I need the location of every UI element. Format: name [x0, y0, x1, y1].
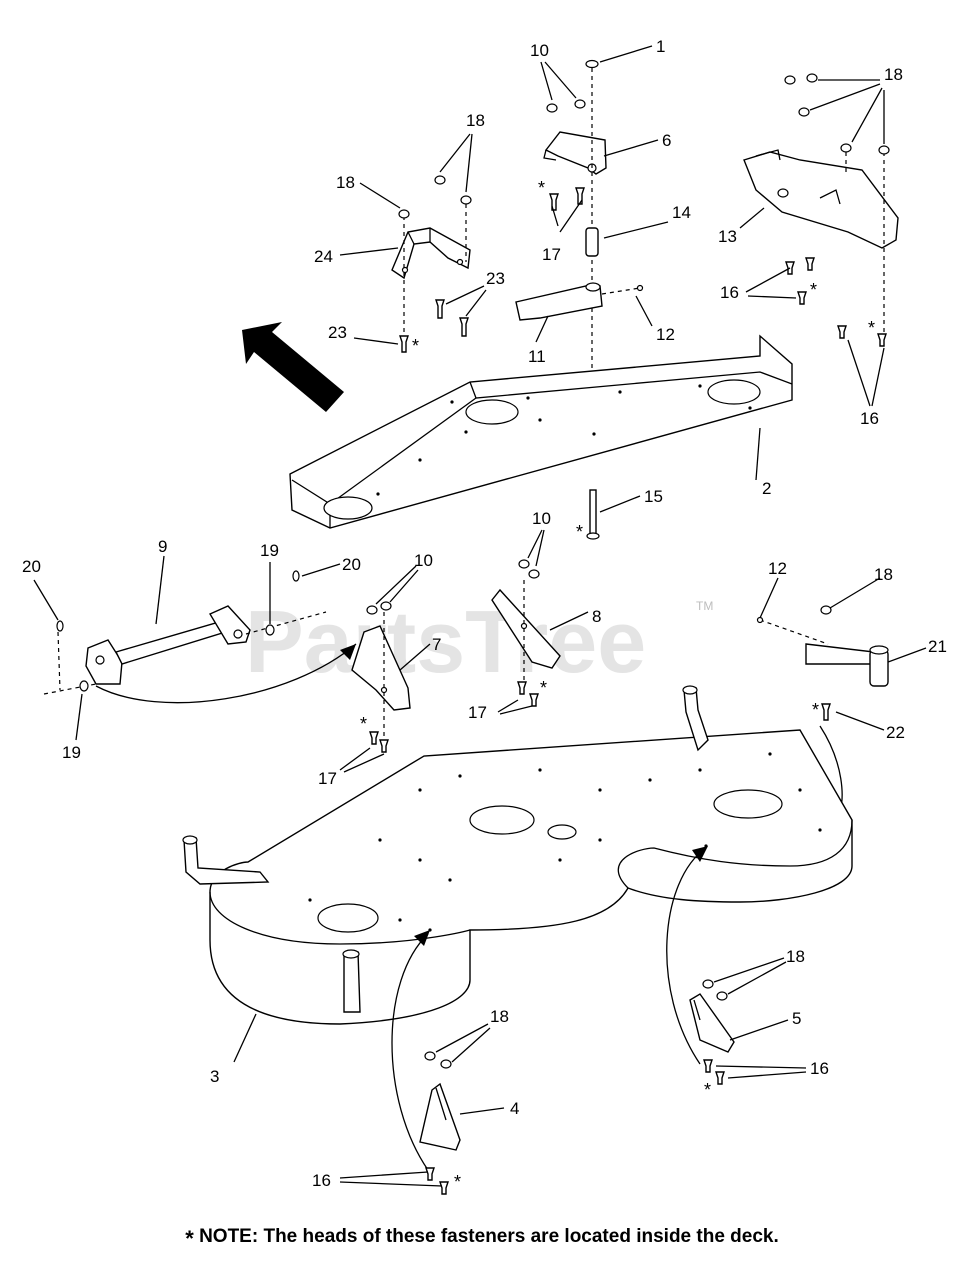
- part-4-bracket: [419, 1082, 461, 1151]
- footnote-asterisk: *: [185, 1226, 194, 1251]
- callout-13: 13: [718, 227, 737, 246]
- asterisk-17-middle: *: [540, 678, 547, 698]
- callout-16-upper: 16: [720, 283, 739, 302]
- callout-18-upper: 18: [466, 111, 485, 130]
- asterisk-16-lower-right: *: [704, 1080, 711, 1100]
- callout-12-lower: 12: [768, 559, 787, 578]
- part-21-bracket: [759, 619, 889, 826]
- callout-10-middle: 10: [532, 509, 551, 528]
- part-24-bracket: [391, 204, 471, 340]
- part-2-frame: [289, 334, 793, 529]
- asterisk-22: *: [812, 700, 819, 720]
- asterisk-17-top: *: [538, 178, 545, 198]
- leader-lines: [33, 45, 927, 1187]
- callout-18-left: 18: [336, 173, 355, 192]
- callout-17-top: 17: [542, 245, 561, 264]
- callout-4: 4: [510, 1099, 519, 1118]
- callout-16-lower-right: 16: [810, 1059, 829, 1078]
- asterisk-16-upper: *: [810, 280, 817, 300]
- callout-17-middle: 17: [468, 703, 487, 722]
- callout-10-left: 10: [414, 551, 433, 570]
- callout-20-right: 20: [342, 555, 361, 574]
- fasteners: [56, 59, 890, 1195]
- part-5-bracket: [689, 993, 735, 1053]
- watermark: PartsTree: [245, 592, 646, 691]
- callout-18-bottom: 18: [490, 1007, 509, 1026]
- asterisk-16-right: *: [868, 318, 875, 338]
- callout-16-right: 16: [860, 409, 879, 428]
- callout-6: 6: [662, 131, 671, 150]
- callout-7: 7: [432, 635, 441, 654]
- footnote: * NOTE: The heads of these fasteners are…: [0, 1226, 964, 1252]
- callout-23-lower: 23: [328, 323, 347, 342]
- callout-18-right: 18: [874, 565, 893, 584]
- asterisk-15: *: [576, 522, 583, 542]
- part-15-bolt: [586, 489, 600, 540]
- callout-24: 24: [314, 247, 333, 266]
- asterisk-marks: * * * * * * * * * *: [360, 178, 875, 1192]
- callout-1: 1: [656, 37, 665, 56]
- callout-22: 22: [886, 723, 905, 742]
- part-7-bracket: [351, 612, 411, 746]
- callout-14: 14: [672, 203, 691, 222]
- callout-17-left: 17: [318, 769, 337, 788]
- callout-3: 3: [210, 1067, 219, 1086]
- callout-5: 5: [792, 1009, 801, 1028]
- callout-2: 2: [762, 479, 771, 498]
- callout-19-upper: 19: [260, 541, 279, 560]
- asterisk-17-left: *: [360, 714, 367, 734]
- part-9-axle: [43, 605, 357, 704]
- part-11-bracket: [515, 282, 641, 321]
- callout-10-top: 10: [530, 41, 549, 60]
- asterisk-16-bottom: *: [454, 1172, 461, 1192]
- part-14-spacer: [585, 227, 599, 257]
- callout-19-lower: 19: [62, 743, 81, 762]
- callout-23-upper: 23: [486, 269, 505, 288]
- watermark-trademark: TM: [696, 599, 713, 613]
- callout-12-upper: 12: [656, 325, 675, 344]
- callout-9: 9: [158, 537, 167, 556]
- callout-20-left: 20: [22, 557, 41, 576]
- asterisk-23: *: [412, 336, 419, 356]
- callout-16-bottom: 16: [312, 1171, 331, 1190]
- part-8-bracket: [491, 580, 561, 690]
- callout-18-top-right: 18: [884, 65, 903, 84]
- callout-21: 21: [928, 637, 947, 656]
- callout-11: 11: [528, 347, 546, 366]
- callout-8: 8: [592, 607, 601, 626]
- callout-15: 15: [644, 487, 663, 506]
- callout-18-lower-right: 18: [786, 947, 805, 966]
- footnote-text: NOTE: The heads of these fasteners are l…: [199, 1226, 779, 1247]
- callout-labels: 1 2 3 4 5 6 7 8 9 10 10 10 11 12 12 13 1…: [22, 37, 947, 1190]
- part-3-deck: [182, 685, 853, 1171]
- part-13-bracket: [743, 149, 899, 334]
